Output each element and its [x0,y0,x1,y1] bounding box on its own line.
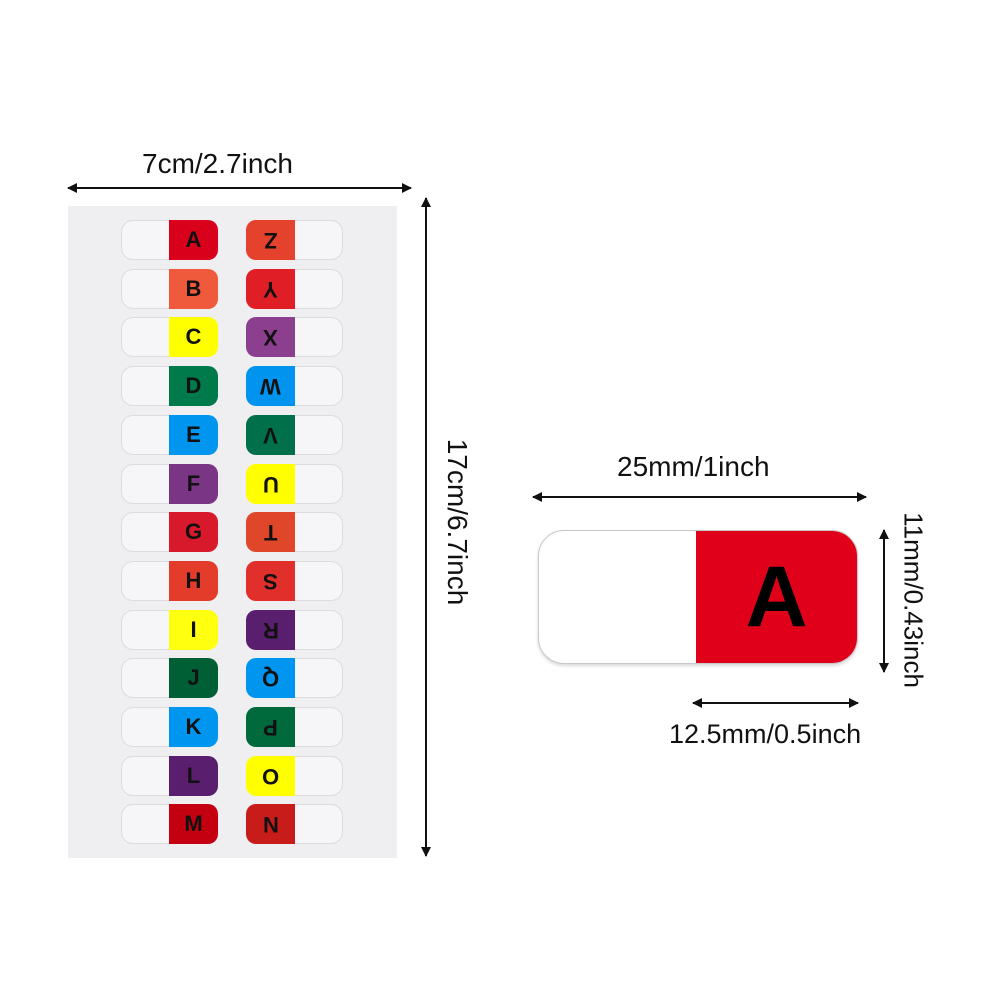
letter: X [263,325,278,351]
label-width-label: 12.5mm/0.5inch [669,719,862,749]
letter-label: Y [246,268,295,309]
clear-tab-strip [295,366,343,407]
letter: M [184,811,203,837]
clear-tab-strip [295,414,343,455]
letter: Z [263,228,278,253]
letter: K [185,714,202,739]
letter: P [263,715,278,740]
tab-height-label: 11mm/0.43inch [898,512,929,688]
letter-label: G [169,512,218,553]
clear-tab-strip [295,658,343,699]
letter-label: V [246,414,295,455]
letter: W [260,374,281,400]
letter: Y [263,276,278,302]
letter-label: O [246,755,295,796]
letter-label: J [169,658,218,699]
letter: A [185,227,202,252]
letter: H [185,567,202,593]
letter-label: K [169,707,218,747]
large-tab-letter: A [745,548,808,645]
letter-label: T [246,512,295,553]
letter: O [261,763,280,789]
letter-label: Z [246,220,295,260]
letter-label: E [169,414,218,455]
clear-tab-strip [295,317,343,358]
clear-tab-strip [295,268,343,309]
letter-label: R [246,609,295,650]
letter-label: Q [246,658,295,699]
letter: I [190,616,197,642]
letter-label: I [169,609,218,650]
letter-label: L [169,755,218,796]
letter: N [262,812,279,838]
letter-label: M [169,804,218,845]
clear-tab-strip [295,804,343,845]
letter-label: H [169,560,218,601]
letter: R [262,617,279,643]
letter: G [184,519,203,545]
letter: B [185,275,202,301]
letter: U [262,471,279,497]
letter: E [186,421,201,447]
letter-label: U [246,463,295,504]
clear-tab-strip [295,609,343,650]
sheet-width-label: 7cm/2.7inch [142,148,293,179]
clear-tab-strip [295,220,343,260]
letter: Q [261,666,280,692]
clear-tab-strip [295,512,343,553]
letter: C [185,324,202,350]
letter-label: S [246,560,295,601]
letter-label: D [169,366,218,407]
letter-label: X [246,317,295,358]
letter-label: C [169,317,218,358]
letter-label: W [246,366,295,407]
letter-label: N [246,804,295,845]
letter: S [263,568,278,594]
clear-tab-strip [295,463,343,504]
letter: L [186,762,201,788]
letter: D [185,373,202,399]
letter-label: A [169,220,218,260]
clear-tab-strip [295,755,343,796]
clear-tab-strip [295,707,343,747]
letter: V [263,422,278,448]
letter: J [187,665,200,691]
large-tab: A [538,530,858,664]
tab-width-label: 25mm/1inch [617,451,770,482]
letter: F [186,470,201,496]
letter-label: P [246,707,295,747]
sheet-height-label: 17cm/6.7inch [442,438,473,606]
letter-label: F [169,463,218,504]
letter: T [263,520,278,546]
letter-label: B [169,268,218,309]
large-tab-label: A [696,531,857,663]
clear-tab-strip [295,560,343,601]
